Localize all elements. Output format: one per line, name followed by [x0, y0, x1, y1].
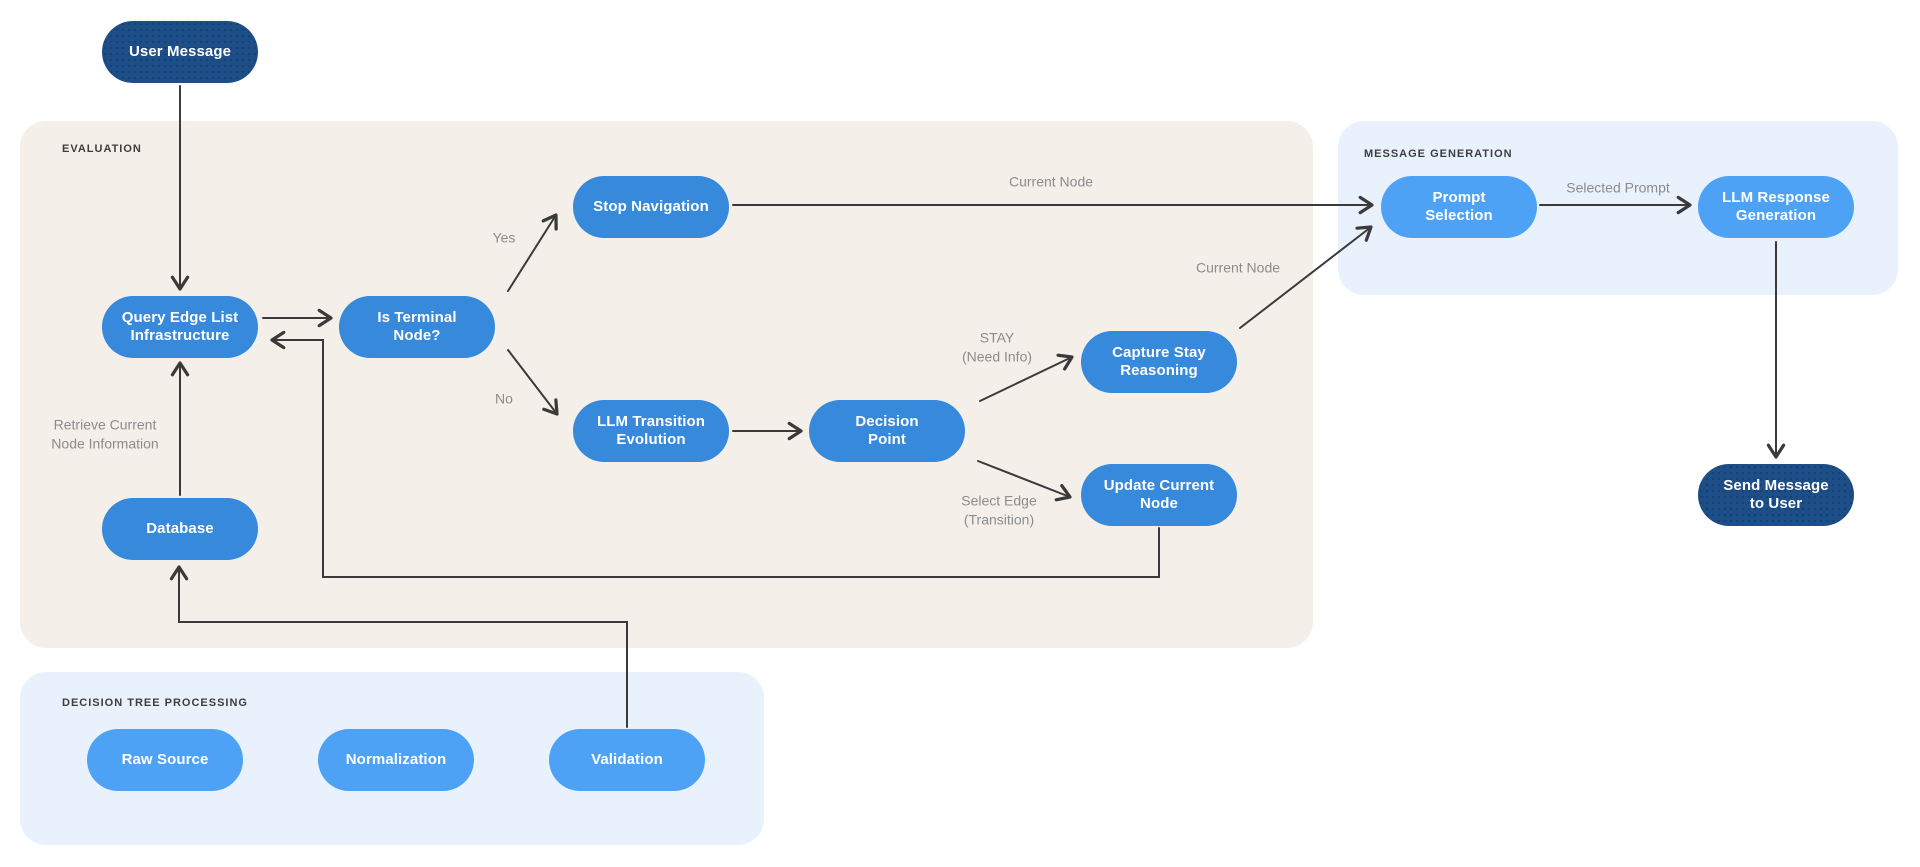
node-capture-stay-reasoning: Capture Stay Reasoning	[1081, 331, 1237, 393]
node-label: Is Terminal Node?	[377, 308, 457, 344]
panel-label-message-generation: MESSAGE GENERATION	[1364, 148, 1513, 160]
node-user-message: User Message	[102, 21, 258, 83]
edge-label-stay-need-info: STAY (Need Info)	[961, 329, 1033, 364]
node-decision-point: Decision Point	[809, 400, 965, 462]
edge-label-selected-prompt: Selected Prompt	[1566, 179, 1670, 196]
node-update-current-node: Update Current Node	[1081, 464, 1237, 526]
node-label: Normalization	[345, 750, 447, 768]
node-query-edge-list-infrastructure: Query Edge List Infrastructure	[102, 296, 258, 358]
node-label: Prompt Selection	[1425, 188, 1493, 224]
node-label: Query Edge List Infrastructure	[121, 308, 239, 344]
node-llm-transition-evolution: LLM Transition Evolution	[573, 400, 729, 462]
node-label: Decision Point	[855, 412, 919, 448]
edge-label-select-edge-transition: Select Edge (Transition)	[961, 492, 1037, 527]
edge-label-retrieve-current-node-information: Retrieve Current Node Information	[51, 416, 159, 451]
node-label: User Message	[128, 42, 232, 60]
node-label: LLM Transition Evolution	[596, 412, 706, 448]
edge-label-current-node-top: Current Node	[1008, 173, 1094, 190]
edge-label-no: No	[495, 390, 513, 407]
node-prompt-selection: Prompt Selection	[1381, 176, 1537, 238]
node-label: Validation	[591, 750, 663, 768]
node-normalization: Normalization	[318, 729, 474, 791]
node-send-message-to-user: Send Message to User	[1698, 464, 1854, 526]
node-label: LLM Response Generation	[1722, 188, 1830, 224]
node-is-terminal-node: Is Terminal Node?	[339, 296, 495, 358]
node-label: Update Current Node	[1103, 476, 1215, 512]
node-llm-response-generation: LLM Response Generation	[1698, 176, 1854, 238]
node-label: Capture Stay Reasoning	[1112, 343, 1206, 379]
edge-label-current-node-stay: Current Node	[1195, 259, 1281, 276]
node-label: Raw Source	[121, 750, 209, 768]
node-validation: Validation	[549, 729, 705, 791]
edge-label-yes: Yes	[492, 229, 516, 246]
node-raw-source: Raw Source	[87, 729, 243, 791]
panel-label-decision-tree-processing: DECISION TREE PROCESSING	[62, 697, 248, 709]
node-label: Stop Navigation	[593, 197, 709, 215]
node-label: Send Message to User	[1723, 476, 1829, 512]
node-stop-navigation: Stop Navigation	[573, 176, 729, 238]
panel-label-evaluation: EVALUATION	[62, 143, 142, 155]
node-database: Database	[102, 498, 258, 560]
node-label: Database	[146, 519, 214, 537]
